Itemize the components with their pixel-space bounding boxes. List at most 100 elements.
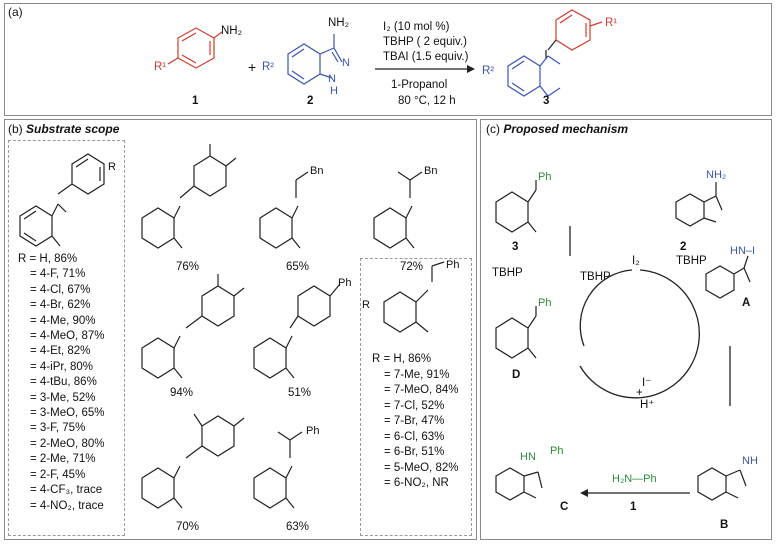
scope-entry: = 3-F, 75%: [30, 422, 86, 435]
mech-cycle: [569, 226, 731, 406]
nh2-label-1: NH₂: [221, 25, 243, 37]
scope-list-left: R = H, 86% = 4-F, 71% = 4-Cl, 67% = 4-Br…: [18, 252, 104, 514]
mech-label-c: C: [560, 501, 569, 513]
yield-76: 76%: [176, 261, 200, 273]
iodide-label: I⁻: [642, 377, 652, 389]
product-94: [141, 274, 245, 379]
indazole-n-label: N: [342, 57, 350, 69]
r2-label-product: R²: [482, 65, 495, 77]
scope-entry: = 4-Cl, 67%: [30, 283, 91, 296]
reagent-iodine: I₂ (10 mol %): [383, 21, 450, 33]
mech-product-3: [495, 180, 537, 233]
mech-label-a: A: [742, 297, 751, 309]
yield-72: 72%: [400, 261, 424, 273]
general-product-right: [383, 261, 445, 333]
product-structure: [507, 9, 603, 97]
reagent-tbhp: TBHP ( 2 equiv.): [383, 36, 467, 48]
mech-label-b: B: [720, 519, 729, 531]
mech-nh-b: NH: [742, 455, 758, 467]
scope-box-left: [8, 140, 125, 536]
mech-label-1: 1: [630, 501, 637, 513]
mech-hn-i: HN–I: [730, 245, 756, 257]
tbhp-top: TBHP: [676, 255, 707, 267]
scope-entry: R = H, 86%: [18, 253, 78, 265]
scope-entry: = 6-Br, 51%: [384, 446, 445, 458]
reaction-arrow: [375, 65, 475, 73]
mech-ph-d: Ph: [538, 297, 552, 309]
plus-mech: +: [636, 387, 643, 399]
product-76: [141, 144, 237, 249]
ph-label-63: Ph: [306, 425, 320, 437]
scope-entry: = 4-F, 71%: [30, 268, 86, 281]
mech-arrow-bc: [580, 489, 690, 497]
aminoindazole-structure: [287, 34, 343, 85]
yield-94: 94%: [170, 387, 194, 399]
mech-ph-3: Ph: [538, 171, 552, 183]
mech-label-d: D: [512, 369, 521, 381]
mech-amine-2: [675, 182, 723, 227]
compound-3-label: 3: [543, 95, 550, 107]
indazole-nh-label: N: [328, 73, 336, 85]
mech-nh2: NH₂: [706, 169, 727, 181]
plus-sign: +: [248, 59, 257, 75]
scope-entry: = 2-Me, 71%: [30, 453, 96, 466]
r1-label-product: R¹: [605, 17, 618, 29]
scope-r-label-2: R: [362, 299, 370, 311]
scope-entry: = 3-Me, 52%: [30, 391, 96, 404]
mech-intermediate-a: [705, 255, 751, 299]
scope-entry: = 4-NO₂, trace: [30, 499, 104, 512]
panel-b-title: Substrate scope: [26, 122, 120, 136]
scope-entry: = 2-MeO, 80%: [30, 437, 105, 450]
yield-70: 70%: [176, 521, 200, 533]
iodine-label: I₂: [632, 255, 640, 267]
scope-entry: R = H, 86%: [372, 353, 432, 365]
indazole-h-label: H: [330, 85, 338, 97]
scope-entry: = 2-F, 45%: [30, 468, 86, 481]
panel-c-letter: (c): [486, 122, 500, 136]
scope-entry: = 4-iPr, 80%: [30, 360, 93, 373]
product-70: [141, 413, 245, 509]
aniline-structure: [167, 27, 223, 69]
nh2-label-2: NH₂: [328, 17, 350, 29]
scope-entry: = 4-tBu, 86%: [30, 376, 97, 389]
scope-r-label: R: [108, 161, 116, 173]
yield-63: 63%: [286, 521, 310, 533]
solvent-label: 1-Propanol: [391, 79, 448, 91]
mech-ph-c: Ph: [550, 445, 564, 457]
product-63: [253, 431, 303, 509]
conditions-label: 80 °C, 12 h: [398, 95, 456, 107]
scope-entry: = 7-Me, 91%: [384, 368, 450, 381]
bn-label-2: Bn: [424, 165, 438, 177]
reagent-tbai: TBAI (1.5 equiv.): [383, 51, 469, 63]
ph-label-51: Ph: [338, 277, 352, 289]
product-72: [373, 171, 423, 249]
panel-b: [4, 119, 477, 540]
mech-hn-ph: HN: [520, 451, 536, 463]
scope-entry: = 7-MeO, 84%: [384, 384, 459, 396]
scope-entry: = 5-MeO, 82%: [384, 461, 459, 474]
scope-entry: = 6-Cl, 63%: [384, 430, 445, 443]
compound-2-label: 2: [307, 95, 314, 107]
panel-c-title: Proposed mechanism: [503, 122, 629, 136]
scope-entry: = 4-MeO, 87%: [30, 330, 105, 343]
panel-b-letter: (b): [8, 122, 23, 136]
scope-list-right: R = H, 86% = 7-Me, 91% = 7-MeO, 84% = 7-…: [372, 352, 458, 492]
general-product-left: [19, 153, 105, 247]
mech-intermediate-c: [495, 467, 543, 501]
ph-label-right: Ph: [446, 259, 460, 271]
scope-entry: = 7-Br, 47%: [384, 415, 445, 427]
scope-entry: = 4-Et, 82%: [30, 345, 91, 358]
panel-a: [4, 3, 772, 116]
mech-intermediate-b: [697, 467, 747, 501]
panel-c-label: (c) Proposed mechanism: [486, 122, 628, 136]
panel-a-label: (a): [8, 5, 23, 19]
yield-65: 65%: [286, 261, 310, 273]
mech-intermediate-d: [495, 306, 537, 359]
mech-label-3: 3: [512, 241, 519, 253]
scope-entry: = 6-NO₂, NR: [384, 477, 449, 489]
scope-entry: = 7-Cl, 52%: [384, 399, 445, 412]
scope-entry: = 4-Br, 62%: [30, 299, 91, 312]
r1-label-reactant: R¹: [154, 61, 167, 73]
r2-label-reactant: R²: [262, 61, 275, 73]
panel-b-label: (b) Substrate scope: [8, 122, 119, 136]
